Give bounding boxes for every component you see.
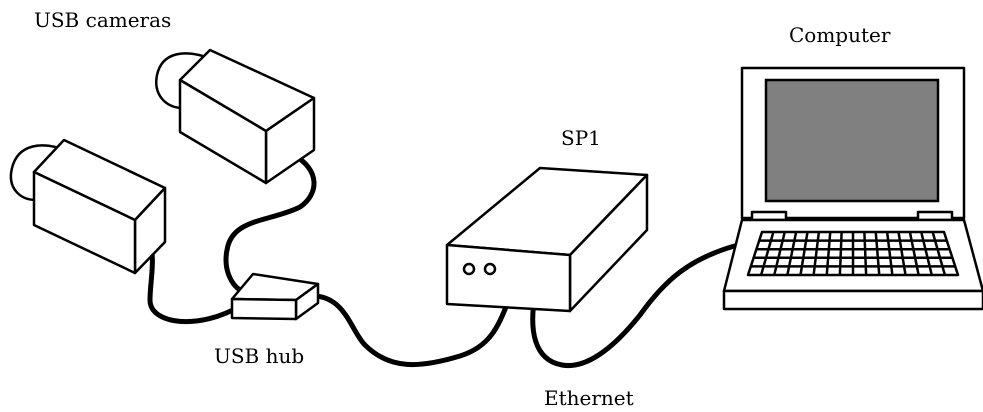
keyboard-column-line <box>825 231 832 276</box>
usb-cameras-label: USB cameras <box>34 8 171 32</box>
usb-cable-hub-to-sp1 <box>303 287 516 368</box>
laptop-base-front <box>722 289 983 311</box>
sp1-label: SP1 <box>561 126 601 150</box>
keyboard-column-line <box>838 231 843 276</box>
keyboard-column-line <box>799 231 809 276</box>
usb-camera-lower <box>9 138 167 275</box>
keyboard-column-line <box>773 231 786 276</box>
keyboard-column-line <box>874 231 881 276</box>
laptop-computer <box>722 66 983 311</box>
sp1-led-left <box>462 262 476 276</box>
keyboard-column-line <box>931 231 947 276</box>
laptop-keyboard <box>746 230 960 277</box>
keyboard-column-line <box>863 231 868 276</box>
keyboard-column-line <box>759 231 775 276</box>
usb-cable-upper-camera <box>223 151 317 293</box>
keyboard-column-line <box>920 231 933 276</box>
usb-camera-upper <box>155 48 316 185</box>
keyboard-column-line <box>908 231 920 276</box>
laptop-screen <box>764 78 940 203</box>
computer-label: Computer <box>789 23 891 47</box>
ethernet-cable <box>530 242 741 369</box>
usb-hub-label: USB hub <box>214 344 304 368</box>
usb-hub <box>230 272 320 321</box>
sp1-device <box>445 166 649 313</box>
sp1-led-right <box>483 262 497 276</box>
ethernet-label: Ethernet <box>544 386 634 410</box>
keyboard-column-line <box>885 231 894 276</box>
keyboard-column-line <box>897 231 907 276</box>
keyboard-column-line <box>812 231 821 276</box>
keyboard-column-line <box>786 231 798 276</box>
